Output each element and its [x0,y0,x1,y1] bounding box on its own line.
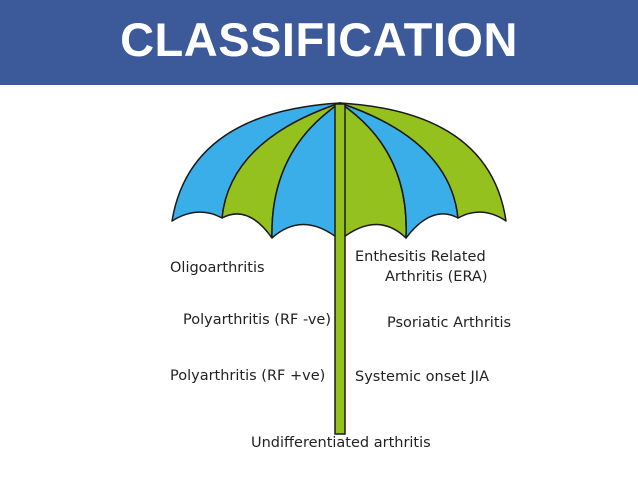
page-title: CLASSIFICATION [120,13,518,66]
umbrella-shaft [334,103,346,435]
umbrella-panel-6 [339,102,507,222]
umbrella-panel-3 [271,102,341,241]
category-enthesitis-line1: Enthesitis Related [355,249,486,265]
title-bar [0,0,638,85]
category-polyarthritis-rf-positive: Polyarthritis (RF +ve) [170,368,326,384]
category-oligoarthritis: Oligoarthritis [170,260,265,276]
category-systemic-onset-jia: Systemic onset JIA [355,369,489,385]
category-polyarthritis-rf-negative: Polyarthritis (RF -ve) [183,312,331,328]
category-enthesitis-line2: Arthritis (ERA) [385,269,488,285]
category-psoriatic-arthritis: Psoriatic Arthritis [387,315,512,331]
category-undifferentiated-arthritis: Undifferentiated arthritis [251,435,431,451]
